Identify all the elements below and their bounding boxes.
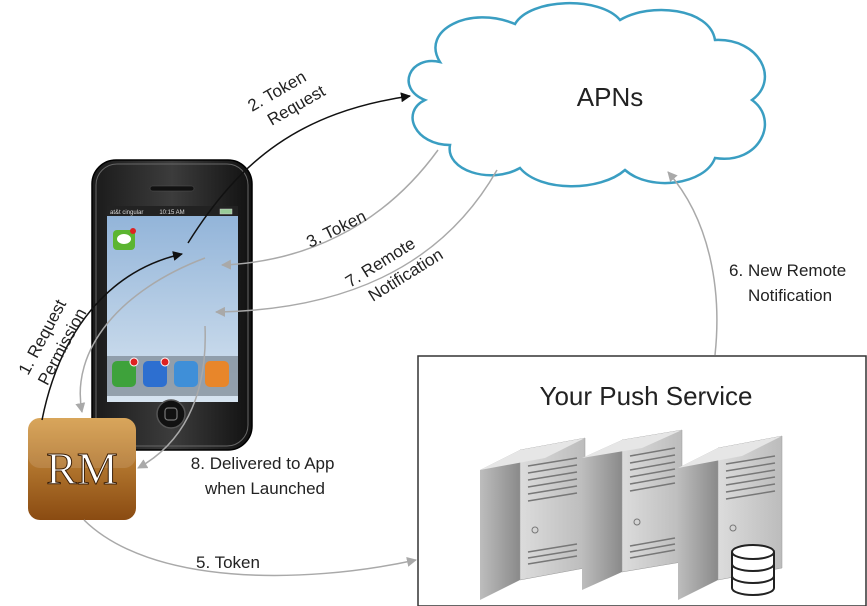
phone-app-icon [112,361,136,387]
iphone-device: at&t cingular 10:15 AM [91,159,253,451]
apns-label: APNs [577,82,643,112]
label-token-forward: 5. Token [196,553,260,572]
phone-time: 10:15 AM [159,210,184,216]
arrow-remote-notification [215,169,498,317]
database-icon [731,544,775,596]
safari-app-icon [174,361,198,387]
arrow-request-permission [41,251,183,421]
label-token: 3. Token [303,206,369,251]
label-token-request: 2. Token Request [245,62,329,134]
arrow-token-forward [83,519,417,577]
server-icon [480,437,586,600]
server-icon [582,429,683,590]
label-remote-notification: 7. Remote Notification [342,224,446,311]
label-delivered-to-app-line2: when Launched [204,479,325,498]
arrow-token-request [187,92,411,244]
label-new-remote-notification-line2: Notification [748,286,832,305]
home-button [156,399,186,429]
label-request-permission: 1. Request Permission [15,292,92,388]
rm-app-icon-text: RM [46,443,118,494]
push-service-box: Your Push Service [417,355,867,606]
arrow-token-to-app [75,257,206,413]
phone-carrier: at&t cingular [110,210,143,216]
server-icon [678,435,783,600]
arrow-delivered-to-app [137,325,206,469]
label-new-remote-notification-line1: 6. New Remote [729,261,846,280]
label-delivered-to-app: 8. Delivered to App when Launched [191,454,339,498]
apns-cloud: APNs [407,2,767,188]
label-new-remote-notification: 6. New Remote Notification [729,261,851,305]
arrow-new-remote-notification [667,171,718,356]
mail-app-icon [143,361,167,387]
label-delivered-to-app-line1: 8. Delivered to App [191,454,335,473]
push-service-label: Your Push Service [540,381,753,411]
arrow-token [221,149,439,270]
rm-app-icon: RM [28,418,136,520]
ipod-app-icon [205,361,229,387]
